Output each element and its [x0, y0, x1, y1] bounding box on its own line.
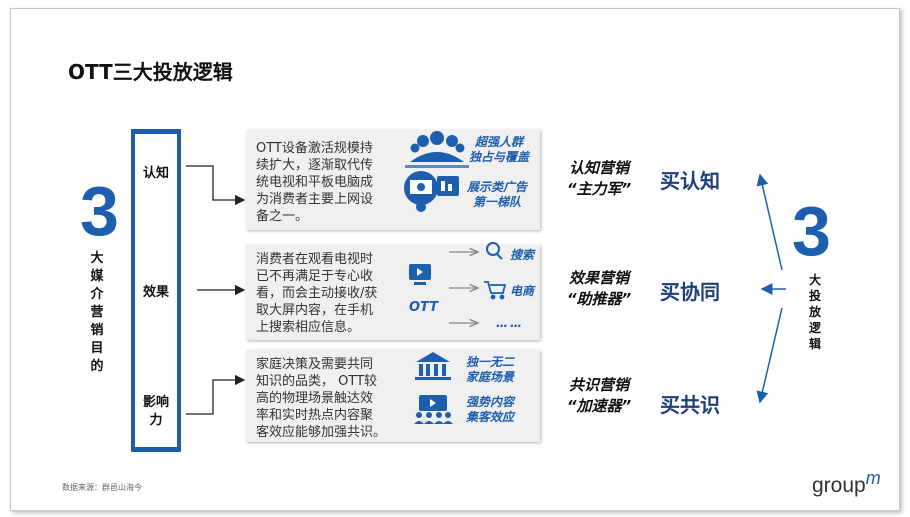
feature-search: 搜索 [510, 248, 535, 262]
arrow-to-buy-consensus [756, 307, 783, 404]
house-icon [415, 352, 451, 380]
mid-label-line: 认知营销 [568, 159, 629, 177]
feature-display-ad: 展示类广告 第一梯队 [467, 180, 527, 210]
text-line: 消费者在观看电视时 [256, 252, 374, 267]
left-vertical-char: 目 [90, 341, 104, 356]
feature-line: 强势内容 [466, 395, 515, 409]
right-vertical-char: 投 [808, 289, 821, 303]
ott-label: OTT [409, 300, 439, 315]
label-consensus-marketing: 共识营销 “加速器” [544, 375, 654, 417]
feature-line: 独一无二 [466, 355, 515, 369]
feature-line: 集客效应 [466, 410, 515, 424]
feature-content-gathering: 强势内容 集客效应 [466, 395, 514, 425]
video-audience-icon [414, 395, 453, 424]
search-icon [486, 242, 503, 260]
text-line: 取大屏内容，在手机 [256, 303, 374, 318]
bar-label-awareness: 认知 [142, 166, 169, 181]
text-line: 为消费者主要上网设 [256, 192, 374, 207]
data-source: 数据来源：群邑山海今 [62, 483, 142, 492]
text-line: 上搜索相应信息。 [256, 320, 361, 335]
bar-label-influence-text: 影响力 [142, 395, 169, 428]
label-awareness-marketing: 认知营销 “主力军” [544, 158, 654, 200]
buy-synergy: 买协同 [660, 280, 720, 304]
tv-icon [409, 264, 431, 285]
left-vertical-char: 营 [90, 305, 104, 320]
connector-awareness [186, 165, 246, 206]
goal-bar [131, 129, 181, 452]
feature-audience-coverage: 超强人群 独占与覆盖 [469, 135, 529, 165]
mid-label-line: “助推器” [566, 290, 632, 308]
right-vertical-char: 放 [808, 305, 821, 319]
mid-label-line: “主力军” [566, 180, 632, 198]
feature-family-scene: 独一无二 家庭场景 [466, 355, 514, 385]
label-performance-marketing: 效果营销 “助推器” [544, 268, 654, 310]
panel-awareness-text: OTT设备激活规模持 续扩大，逐渐取代传 统电视和平板电脑成 为消费者主要上网设… [256, 140, 373, 225]
feature-line: 独占与覆盖 [469, 150, 530, 164]
text-line: 高的物理场景触达效 [256, 391, 374, 406]
left-vertical-char: 介 [90, 287, 104, 302]
feature-line: 展示类广告 [467, 180, 528, 194]
feature-line: 家庭场景 [466, 370, 515, 384]
left-number: 3 [80, 172, 119, 250]
page-title: OTT三大投放逻辑 [68, 60, 233, 84]
text-line: 备之一。 [256, 209, 309, 224]
arrow-to-buy-awareness [756, 173, 783, 271]
right-number: 3 [792, 192, 831, 270]
feature-line: 超强人群 [475, 135, 524, 149]
text-line: 率和实时热点内容聚 [256, 408, 374, 423]
feature-line: 第一梯队 [473, 195, 522, 209]
logo-main: group [812, 474, 866, 497]
right-vertical-label: 大 投 放 逻 辑 [806, 272, 824, 352]
panel-influence-text: 家庭决策及需要共同 知识的品类， OTT较 高的物理场景触达效 率和实时热点内容… [256, 356, 386, 441]
text-line: 续扩大，逐渐取代传 [256, 158, 374, 173]
mid-label-line: “加速器” [566, 397, 632, 415]
display-ad-icon [404, 171, 459, 212]
buy-consensus: 买共识 [660, 393, 720, 417]
left-vertical-char: 媒 [90, 269, 104, 284]
text-line: OTT设备激活规模持 [256, 141, 373, 156]
left-vertical-label: 大 媒 介 营 销 目 的 [88, 250, 106, 376]
mid-label-line: 共识营销 [568, 376, 629, 394]
buy-awareness: 买认知 [660, 169, 720, 193]
text-line: 客效应能够加强共识。 [256, 425, 387, 440]
logo-sup: m [865, 468, 881, 488]
right-vertical-char: 辑 [808, 337, 821, 351]
text-line: 统电视和平板电脑成 [256, 175, 374, 190]
panel-performance-text: 消费者在观看电视时 已不再满足于专心收 看，而会主动接收/获 取大屏内容，在手机… [256, 251, 377, 336]
connector-influence [186, 374, 246, 415]
text-line: 知识的品类， OTT较 [256, 374, 378, 389]
panel-influence: 家庭决策及需要共同 知识的品类， OTT较 高的物理场景触达效 率和实时热点内容… [246, 350, 540, 442]
people-group-icon [405, 131, 469, 168]
groupm-logo: groupm [812, 468, 881, 498]
text-line: 已不再满足于专心收 [256, 269, 374, 284]
text-line: 看，而会主动接收/获 [256, 286, 378, 301]
bar-label-performance: 效果 [142, 285, 169, 300]
left-vertical-char: 大 [90, 251, 104, 266]
cart-icon [484, 281, 507, 300]
panel-awareness: OTT设备激活规模持 续扩大，逐渐取代传 统电视和平板电脑成 为消费者主要上网设… [246, 130, 540, 230]
left-vertical-char: 销 [90, 323, 104, 338]
right-vertical-char: 逻 [808, 321, 821, 335]
text-line: 家庭决策及需要共同 [256, 357, 374, 372]
feature-more: …… [496, 316, 524, 330]
feature-ecommerce: 电商 [510, 284, 535, 298]
mid-label-line: 效果营销 [568, 269, 629, 287]
left-vertical-char: 的 [90, 359, 104, 374]
bar-label-influence: 影响力 [131, 394, 181, 430]
right-vertical-char: 大 [808, 273, 821, 287]
